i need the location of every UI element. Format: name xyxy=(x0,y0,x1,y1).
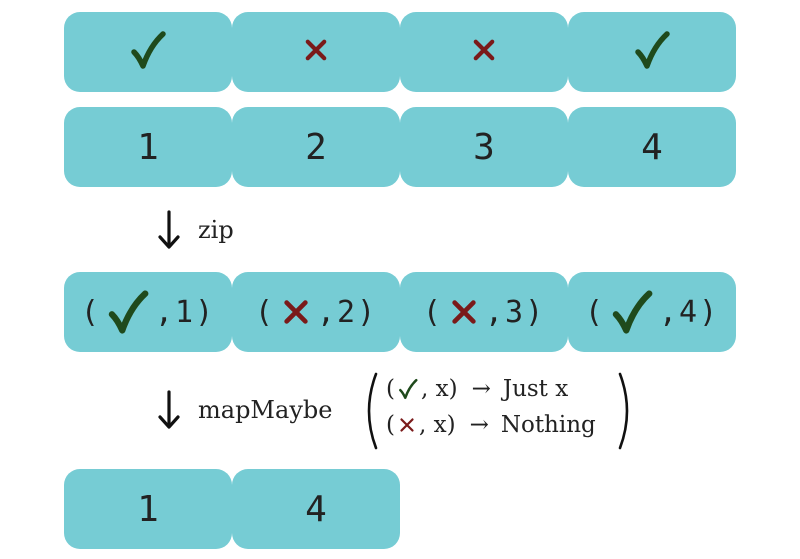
pair-value: 1 xyxy=(175,294,196,330)
result-cell-2: 4 xyxy=(232,469,400,549)
right-arrow: → xyxy=(469,412,489,438)
pair-tuple: ( , 1 ) xyxy=(81,289,215,335)
number-value: 2 xyxy=(305,126,327,168)
cross-icon xyxy=(301,35,331,69)
number-value: 4 xyxy=(641,126,663,168)
number-cell-3: 3 xyxy=(400,107,568,187)
rule-result: Nothing xyxy=(500,412,596,438)
zip-step: zip xyxy=(158,210,234,250)
comma: , xyxy=(154,294,175,330)
pair-tuple: ( , 4 ) xyxy=(585,289,719,335)
mapmaybe-rules: ( , x) → Just x ( , x) → Nothing xyxy=(360,372,640,450)
pair-cell-4: ( , 4 ) xyxy=(568,272,736,352)
comma: , xyxy=(316,294,337,330)
pair-tuple: ( , 2 ) xyxy=(255,295,377,330)
down-arrow-icon xyxy=(158,390,180,429)
rule-pattern: , x) xyxy=(420,376,458,402)
flag-cell-1 xyxy=(64,12,232,92)
open-paren: ( xyxy=(386,376,395,402)
open-paren: ( xyxy=(386,412,395,438)
left-paren-icon xyxy=(367,372,378,450)
cross-icon xyxy=(279,295,313,329)
down-arrow-icon xyxy=(158,210,180,249)
pair-cell-1: ( , 1 ) xyxy=(64,272,232,352)
pair-cell-2: ( , 2 ) xyxy=(232,272,400,352)
mapmaybe-step: mapMaybe xyxy=(158,390,332,430)
check-icon xyxy=(105,289,151,335)
right-paren-icon xyxy=(618,372,629,450)
result-value: 1 xyxy=(137,488,159,530)
result-row: 1 4 xyxy=(64,469,400,549)
close-paren: ) xyxy=(195,294,216,330)
cross-icon xyxy=(469,35,499,69)
pair-tuple: ( , 3 ) xyxy=(423,295,545,330)
comma: , xyxy=(484,294,505,330)
zip-label: zip xyxy=(198,216,234,244)
pairs-row: ( , 1 ) ( , 2 ) ( , 3 ) ( , 4 ) xyxy=(64,272,736,352)
open-paren: ( xyxy=(254,294,275,330)
right-arrow: → xyxy=(471,376,491,402)
check-icon xyxy=(397,378,419,400)
number-value: 1 xyxy=(137,126,159,168)
flag-cell-3 xyxy=(400,12,568,92)
number-cell-2: 2 xyxy=(232,107,400,187)
pair-value: 2 xyxy=(337,294,358,330)
rule-just: ( , x) → Just x xyxy=(386,376,568,402)
open-paren: ( xyxy=(422,294,443,330)
open-paren: ( xyxy=(584,294,605,330)
result-value: 4 xyxy=(305,488,327,530)
number-cell-4: 4 xyxy=(568,107,736,187)
pair-value: 3 xyxy=(505,294,526,330)
flag-cell-2 xyxy=(232,12,400,92)
flag-cell-4 xyxy=(568,12,736,92)
result-cell-1: 1 xyxy=(64,469,232,549)
flags-row xyxy=(64,12,736,92)
rule-result: Just x xyxy=(502,376,569,402)
rule-pattern: , x) xyxy=(418,412,456,438)
cross-icon xyxy=(447,295,481,329)
numbers-row: 1 2 3 4 xyxy=(64,107,736,187)
check-icon xyxy=(128,30,168,74)
open-paren: ( xyxy=(80,294,101,330)
pair-cell-3: ( , 3 ) xyxy=(400,272,568,352)
close-paren: ) xyxy=(525,294,546,330)
comma: , xyxy=(658,294,679,330)
check-icon xyxy=(632,30,672,74)
close-paren: ) xyxy=(357,294,378,330)
number-cell-1: 1 xyxy=(64,107,232,187)
rule-nothing: ( , x) → Nothing xyxy=(386,412,596,438)
number-value: 3 xyxy=(473,126,495,168)
close-paren: ) xyxy=(699,294,720,330)
mapmaybe-label: mapMaybe xyxy=(198,396,333,424)
cross-icon xyxy=(397,415,417,435)
pair-value: 4 xyxy=(679,294,700,330)
check-icon xyxy=(609,289,655,335)
